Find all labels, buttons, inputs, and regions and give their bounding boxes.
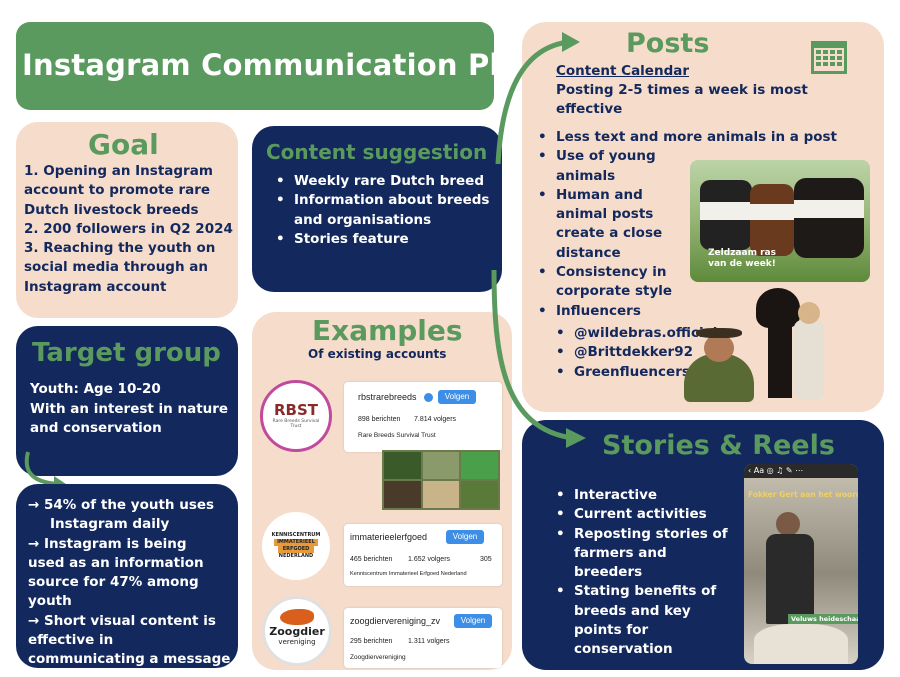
stories-reels-list: Interactive Current activities Reposting…: [552, 486, 732, 660]
influencer-list: @wildebras.official @Brittdekker92 Green…: [552, 324, 717, 382]
list-item: Influencers: [534, 302, 837, 322]
rbst-photo-grid: [382, 450, 500, 510]
rbst-profile-card: rbstrarebreeds Volgen 898 berichten 7.81…: [344, 382, 502, 452]
zoogdiervereniging-name: Zoogdiervereniging: [350, 654, 406, 661]
list-item: Current activities: [552, 505, 732, 525]
list-item: @Brittdekker92: [552, 343, 717, 363]
stories-reels-heading: Stories & Reels: [602, 430, 835, 461]
list-item: Reposting stories of farmers and breeder…: [552, 525, 732, 583]
rbst-followers-count: 7.814 volgers: [414, 416, 457, 423]
list-item: Use of young animals: [534, 147, 666, 186]
kenniscentrum-handle: immaterieelerfgoed: [350, 532, 428, 542]
story-toolbar: ‹ Aa ◎ ♫ ✎ ⋯: [744, 464, 858, 478]
youth-stats-text: → 54% of the youth uses Instagram daily …: [28, 497, 231, 668]
page-title: Instagram Communication Plan: [22, 48, 541, 82]
posts-panel: Posts Content Calendar Posting 2-5 times…: [522, 22, 884, 412]
list-item: Stating benefits of breeds and key point…: [552, 582, 732, 659]
zoogdiervereniging-logo: Zoogdier vereniging: [262, 596, 332, 666]
connector-arrow-posts: [495, 32, 580, 165]
photo-caption: Zeldzaam ras van de week!: [708, 248, 776, 269]
list-item: Consistency in corporate style: [534, 263, 686, 302]
target-group-text: Youth: Age 10-20 With an interest in nat…: [30, 381, 229, 436]
posts-heading: Posts: [626, 28, 710, 59]
follow-button[interactable]: Volgen: [454, 614, 492, 628]
cows-photo: Zeldzaam ras van de week!: [690, 160, 870, 282]
rbst-handle: rbstrarebreeds: [358, 392, 417, 402]
kenniscentrum-logo: KENNISCENTRUM IMMATERIEEL ERFGOED NEDERL…: [262, 512, 330, 580]
examples-subheading: Of existing accounts: [308, 347, 447, 361]
list-item: Information about breeds and organisatio…: [272, 191, 496, 230]
content-suggestion-list: Weekly rare Dutch breed Information abou…: [272, 172, 496, 249]
list-item: Weekly rare Dutch breed: [272, 172, 496, 192]
follow-button[interactable]: Volgen: [446, 530, 484, 544]
target-group-heading: Target group: [32, 338, 221, 368]
list-item: Less text and more animals in a post: [534, 128, 837, 148]
goal-text: 1. Opening an Instagram account to promo…: [24, 163, 233, 295]
content-suggestion-heading: Content suggestion: [266, 140, 488, 164]
story-top-caption: Fokker Gert aan het woord: [748, 490, 858, 499]
zoogdiervereniging-posts-count: 295 berichten: [350, 638, 393, 645]
posts-list: Less text and more animals in a post Use…: [534, 128, 837, 321]
examples-panel: Examples Of existing accounts RBST Rare …: [252, 312, 512, 670]
calendar-icon: [810, 38, 848, 76]
rbst-name: Rare Breeds Survival Trust: [358, 432, 436, 439]
rbst-posts-count: 898 berichten: [358, 416, 401, 423]
content-calendar-label: Content Calendar: [556, 63, 690, 79]
kenniscentrum-followers-count: 1.652 volgers: [408, 556, 451, 563]
kenniscentrum-name: Kenniscentrum Immaterieel Erfgoed Nederl…: [350, 571, 467, 577]
list-item: Interactive: [552, 486, 732, 506]
examples-heading: Examples: [312, 314, 463, 347]
goal-heading: Goal: [88, 128, 159, 161]
zoogdiervereniging-profile-card: zoogdiervereniging_zv Volgen 295 bericht…: [344, 608, 502, 668]
stories-reels-panel: Stories & Reels Interactive Current acti…: [522, 420, 884, 670]
goal-panel: Goal 1. Opening an Instagram account to …: [16, 122, 238, 318]
zoogdiervereniging-followers-count: 1.311 volgers: [408, 638, 450, 645]
list-item: @wildebras.official: [552, 324, 717, 344]
story-bottom-caption: Veluws heideschaap: [788, 614, 858, 624]
kenniscentrum-posts-count: 465 berichten: [350, 556, 393, 563]
zoogdiervereniging-handle: zoogdiervereniging_zv: [350, 616, 441, 626]
connector-arrow-stories: [491, 269, 586, 448]
posting-frequency-text: Posting 2-5 times a week is most effecti…: [556, 82, 808, 117]
list-item: Human and animal posts create a close di…: [534, 186, 674, 263]
kenniscentrum-following-count: 305: [480, 556, 492, 563]
follow-button[interactable]: Volgen: [438, 390, 476, 404]
title-banner: Instagram Communication Plan: [16, 22, 540, 110]
youth-stats-panel: → 54% of the youth uses Instagram daily …: [16, 484, 238, 668]
rbst-logo: RBST Rare Breeds Survival Trust: [260, 380, 332, 452]
target-group-panel: Target group Youth: Age 10-20 With an in…: [16, 326, 238, 476]
verified-icon: [424, 393, 433, 402]
list-item: Greenfluencers: [552, 363, 717, 383]
content-suggestion-panel: Content suggestion Weekly rare Dutch bre…: [252, 126, 502, 292]
list-item: Stories feature: [272, 230, 496, 250]
influencer-photo: [682, 284, 878, 410]
story-preview: ‹ Aa ◎ ♫ ✎ ⋯ Fokker Gert aan het woord V…: [744, 464, 858, 664]
fox-icon: [280, 609, 314, 625]
kenniscentrum-profile-card: immaterieelerfgoed Volgen 465 berichten …: [344, 524, 502, 586]
